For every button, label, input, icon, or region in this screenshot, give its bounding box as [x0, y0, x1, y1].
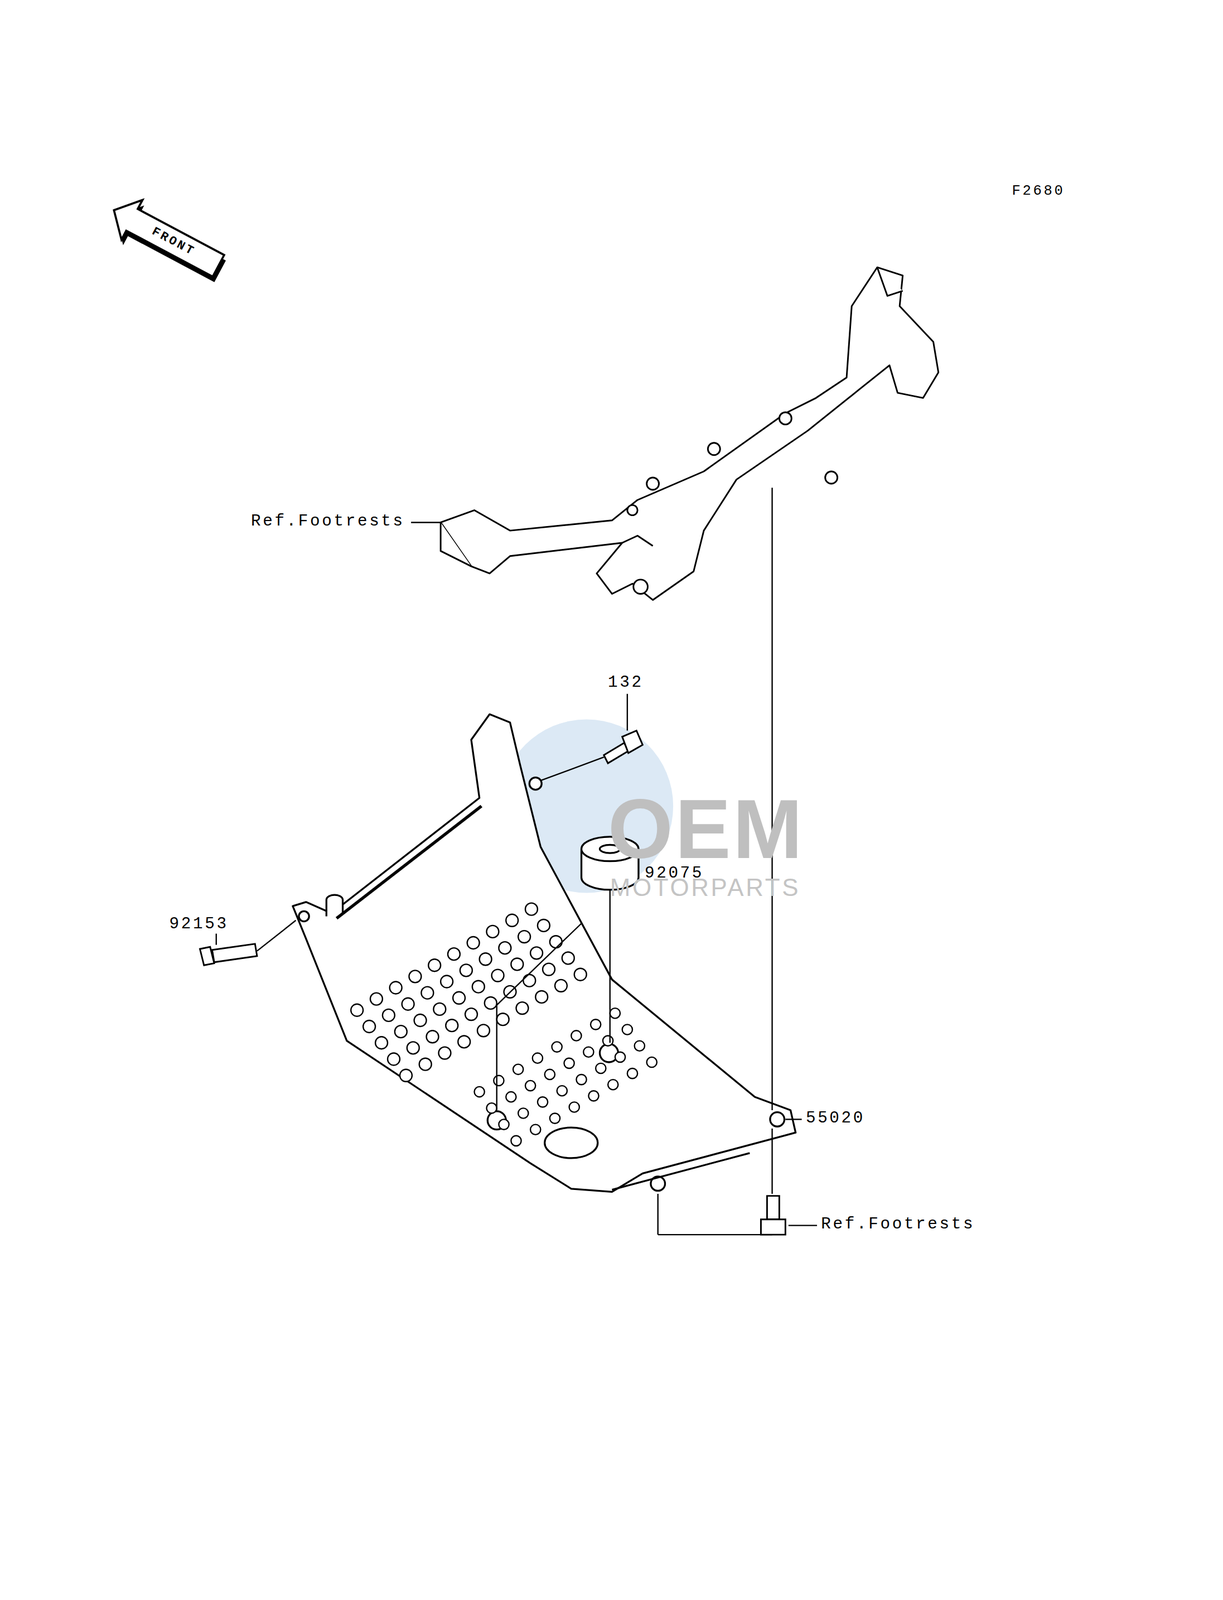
- bolt: [199, 943, 257, 965]
- bolt: [760, 1195, 786, 1235]
- watermark: OEM: [607, 787, 805, 872]
- front-arrow: [101, 190, 233, 292]
- reference-label: Ref.Footrests: [820, 1215, 975, 1232]
- plate-holes: [350, 902, 657, 1146]
- bolt: [603, 730, 644, 764]
- reference-label: Ref.Footrests: [250, 513, 405, 530]
- leader-lines: [216, 487, 818, 1235]
- watermark: MOTORPARTS: [610, 875, 801, 900]
- callout-number: 92153: [169, 915, 229, 932]
- callout-number: 55020: [805, 1109, 865, 1126]
- skid-plate: [292, 713, 796, 1192]
- frame-bracket: [440, 267, 939, 600]
- drawing-number: F2680: [1011, 183, 1065, 198]
- callout-number: 132: [607, 674, 644, 691]
